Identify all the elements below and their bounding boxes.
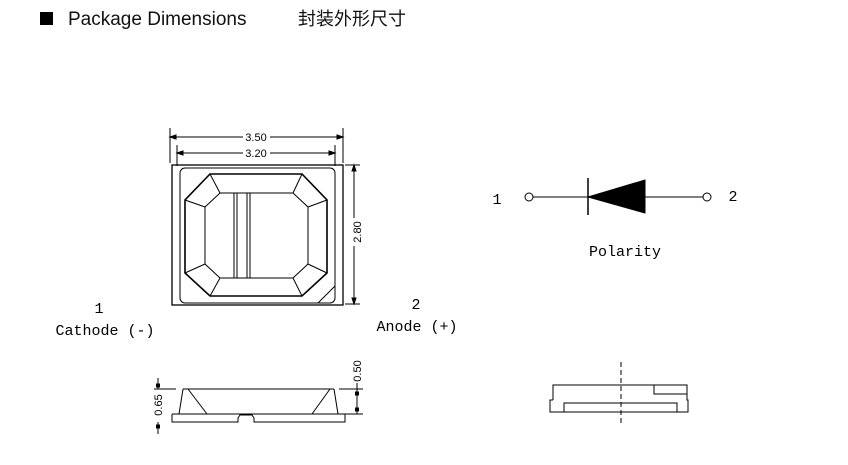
dimension-total-height: 0.65 xyxy=(153,394,165,415)
end-view xyxy=(549,362,689,424)
top-view xyxy=(168,128,360,306)
polarity-left-number: 1 xyxy=(492,192,501,209)
dimension-body-height: 0.50 xyxy=(352,360,364,381)
page-title-chinese: 封装外形尺寸 xyxy=(298,9,406,29)
diode-icon xyxy=(524,178,712,215)
pin1-label: Cathode (-) xyxy=(55,323,154,340)
dimension-height: 2.80 xyxy=(352,221,364,242)
page-title: Package Dimensions xyxy=(68,9,246,30)
dimension-width-outer: 3.50 xyxy=(245,132,266,144)
pin2-label: Anode (+) xyxy=(376,319,457,336)
side-view xyxy=(154,378,363,434)
black-square-icon xyxy=(40,12,53,25)
polarity-right-number: 2 xyxy=(728,189,737,206)
pin2-number: 2 xyxy=(411,297,420,314)
pin1-number: 1 xyxy=(94,301,103,318)
dimension-width-inner: 3.20 xyxy=(245,148,266,160)
polarity-label: Polarity xyxy=(589,244,661,261)
